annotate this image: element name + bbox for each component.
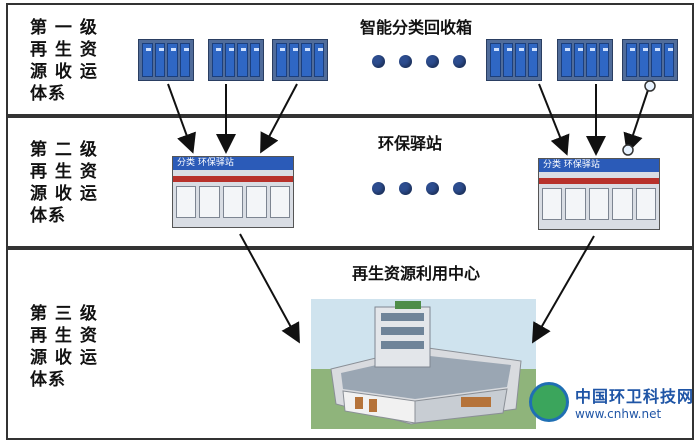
recycling-bin-image bbox=[138, 39, 194, 81]
recycling-bin-image bbox=[622, 39, 678, 81]
tier-2-title: 环保驿站 bbox=[378, 134, 443, 153]
dot bbox=[426, 55, 439, 68]
tier-2-label-row: 再 生 资 bbox=[30, 162, 98, 182]
tier-3-label-row: 源 收 运 bbox=[30, 348, 98, 368]
arrow bbox=[260, 83, 298, 154]
station-sign: 分类 环保驿站 bbox=[539, 159, 659, 172]
arrow bbox=[239, 233, 300, 344]
tier-1-label-row: 第 一 级 bbox=[30, 18, 98, 38]
tier-2-label: 第 二 级 再 生 资 源 收 运 体系 bbox=[30, 139, 110, 227]
ellipsis-dots bbox=[372, 55, 466, 68]
station-sign: 分类 环保驿站 bbox=[173, 157, 293, 170]
dot bbox=[426, 182, 439, 195]
eco-station-image: 分类 环保驿站 bbox=[538, 158, 660, 230]
tier-3-section: 第 三 级 再 生 资 源 收 运 体系 再生资源利用中心 bbox=[6, 248, 694, 440]
dot bbox=[453, 55, 466, 68]
ellipsis-dots bbox=[372, 182, 466, 195]
arrow bbox=[167, 83, 196, 154]
connector-circle bbox=[622, 144, 634, 156]
recycling-bin-image bbox=[486, 39, 542, 81]
tier-3-label: 第 三 级 再 生 资 源 收 运 体系 bbox=[30, 303, 110, 391]
tier-2-section: 第 二 级 再 生 资 源 收 运 体系 环保驿站 分类 环保驿站 分类 环保驿… bbox=[6, 116, 694, 248]
tier-1-label: 第 一 级 再 生 资 源 收 运 体系 bbox=[30, 17, 110, 105]
tier-1-label-row: 源 收 运 bbox=[30, 62, 98, 82]
recycling-center-image bbox=[311, 299, 536, 429]
dot bbox=[372, 182, 385, 195]
tier-2-label-row: 第 二 级 bbox=[30, 140, 98, 160]
globe-logo-icon bbox=[528, 382, 569, 422]
dot bbox=[372, 55, 385, 68]
connector-circle bbox=[644, 80, 656, 92]
tier-3-label-row: 再 生 资 bbox=[30, 326, 98, 346]
recycling-bin-image bbox=[272, 39, 328, 81]
dot bbox=[399, 55, 412, 68]
tier-1-label-row: 体系 bbox=[30, 84, 66, 104]
watermark-title: 中国环卫科技网 bbox=[574, 387, 694, 406]
watermark: 中国环卫科技网 www.cnhw.net bbox=[528, 382, 694, 422]
recycling-bin-image bbox=[557, 39, 613, 81]
tier-1-title: 智能分类回收箱 bbox=[360, 18, 473, 37]
arrow bbox=[538, 83, 570, 156]
eco-station-image: 分类 环保驿站 bbox=[172, 156, 294, 228]
tier-2-label-row: 体系 bbox=[30, 206, 66, 226]
arrow bbox=[623, 83, 651, 154]
arrow bbox=[532, 235, 595, 344]
tier-3-label-row: 体系 bbox=[30, 370, 66, 390]
watermark-url: www.cnhw.net bbox=[574, 407, 662, 421]
tier-1-label-row: 再 生 资 bbox=[30, 40, 98, 60]
tier-3-title: 再生资源利用中心 bbox=[352, 264, 481, 283]
dot bbox=[399, 182, 412, 195]
recycling-bin-image bbox=[208, 39, 264, 81]
tier-3-label-row: 第 三 级 bbox=[30, 304, 98, 324]
tier-1-section: 第 一 级 再 生 资 源 收 运 体系 智能分类回收箱 bbox=[6, 3, 694, 116]
tier-2-label-row: 源 收 运 bbox=[30, 184, 98, 204]
dot bbox=[453, 182, 466, 195]
